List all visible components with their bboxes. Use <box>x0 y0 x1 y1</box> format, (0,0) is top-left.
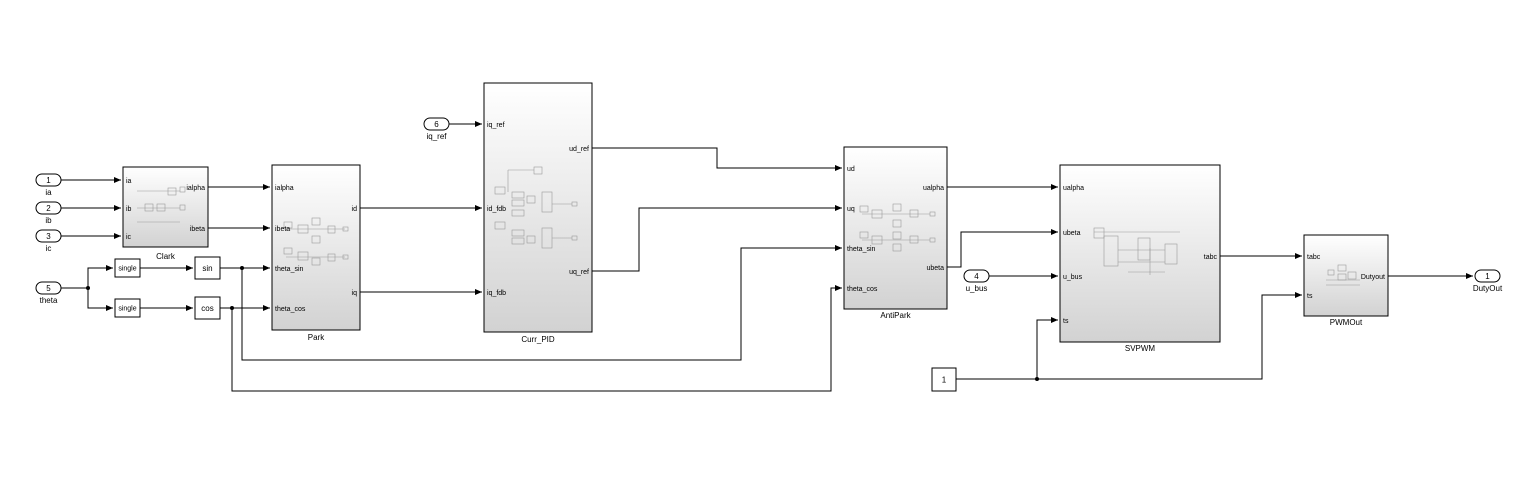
clark-in-ib: ib <box>126 206 132 213</box>
svpwm-in-u-bus: u_bus <box>1063 274 1083 281</box>
antipark-in-theta-cos: theta_cos <box>847 286 878 293</box>
park-in-theta-cos: theta_cos <box>275 306 306 313</box>
clark-name: Clark <box>156 252 176 261</box>
park-in-theta-sin: theta_sin <box>275 266 304 273</box>
outport-name: DutyOut <box>1473 284 1503 293</box>
converter-label: single <box>118 306 136 313</box>
inport-u-bus[interactable]: 4 u_bus <box>963 269 990 293</box>
inport-theta-name: theta <box>40 296 58 305</box>
svpwm-in-ubeta: ubeta <box>1063 230 1081 237</box>
svpwm-in-ualpha: ualpha <box>1063 185 1084 192</box>
signal-lines[interactable] <box>61 121 1473 392</box>
clark-in-ia: ia <box>126 178 132 185</box>
wire-theta-sin[interactable] <box>61 265 113 289</box>
inport-ia[interactable]: 1 ia <box>35 173 62 197</box>
antipark-in-theta-sin: theta_sin <box>847 246 876 253</box>
trig-sin-block[interactable]: sin <box>194 256 221 280</box>
junction-ts <box>1035 377 1039 381</box>
inport-iq-ref-name: iq_ref <box>426 132 447 141</box>
trig-sin-label: sin <box>202 264 212 273</box>
clark-out-ibeta: ibeta <box>190 226 205 233</box>
pwmout-in-tabc: tabc <box>1307 254 1321 261</box>
data-type-conversion-cos[interactable]: single <box>114 298 141 318</box>
antipark-internal-icon <box>859 203 936 252</box>
subsystem-antipark[interactable]: ud uq theta_sin theta_cos ualpha ubeta A… <box>843 146 948 320</box>
inport-u-bus-number: 4 <box>974 272 979 281</box>
wire-ts-pwmout[interactable] <box>1037 292 1302 380</box>
svpwm-internal-icon <box>1093 227 1180 275</box>
antipark-name: AntiPark <box>880 311 911 320</box>
converter-label: single <box>118 266 136 273</box>
curr-pid-internal-icon <box>494 166 578 249</box>
svpwm-in-ts: ts <box>1063 318 1069 325</box>
park-in-ialpha: ialpha <box>275 185 294 192</box>
wire-sin-antipark[interactable] <box>241 245 842 361</box>
park-name: Park <box>308 333 325 342</box>
subsystem-svpwm[interactable]: ualpha ubeta u_bus ts tabc SVPWM <box>1059 164 1221 353</box>
antipark-in-ud: ud <box>847 166 855 173</box>
pwmout-internal-icon <box>1326 264 1360 286</box>
constant-block[interactable]: 1 <box>931 367 957 392</box>
wire-uq-ref[interactable] <box>592 205 842 272</box>
inport-ib[interactable]: 2 ib <box>35 201 62 225</box>
pwmout-in-ts: ts <box>1307 293 1313 300</box>
inport-u-bus-name: u_bus <box>966 284 988 293</box>
pwmout-out-dutyout: Dutyout <box>1361 274 1385 281</box>
inport-ib-number: 2 <box>46 204 51 213</box>
subsystem-clark[interactable]: ia ib ic ialpha ibeta Clark <box>122 166 209 261</box>
curr-pid-name: Curr_PID <box>521 335 555 344</box>
curr-pid-in-iq-fdb: iq_fdb <box>487 290 506 297</box>
inport-ib-name: ib <box>45 216 52 225</box>
inport-ic-number: 3 <box>46 232 51 241</box>
constant-value: 1 <box>942 376 947 385</box>
outport-dutyout[interactable]: 1 DutyOut <box>1473 269 1503 293</box>
antipark-out-ubeta: ubeta <box>926 265 944 272</box>
inport-iq-ref-number: 6 <box>434 120 439 129</box>
inport-theta[interactable]: 5 theta <box>35 281 62 305</box>
inport-ia-number: 1 <box>46 176 51 185</box>
trig-cos-label: cos <box>201 304 213 313</box>
curr-pid-in-id-fdb: id_fdb <box>487 206 506 213</box>
inport-ic[interactable]: 3 ic <box>35 229 62 253</box>
inport-ic-name: ic <box>46 244 52 253</box>
data-type-conversion-sin[interactable]: single <box>114 258 141 278</box>
pwmout-name: PWMOut <box>1330 318 1363 327</box>
curr-pid-out-ud-ref: ud_ref <box>569 146 589 153</box>
curr-pid-out-uq-ref: uq_ref <box>569 269 589 276</box>
clark-out-ialpha: ialpha <box>186 185 205 192</box>
inport-ia-name: ia <box>45 188 52 197</box>
clark-in-ic: ic <box>126 234 132 241</box>
park-out-id: id <box>352 206 358 213</box>
park-internal-icon <box>283 217 349 266</box>
wire-theta-cos[interactable] <box>87 288 113 311</box>
outport-number: 1 <box>1485 272 1490 281</box>
wire-ts-svpwm[interactable] <box>956 317 1058 380</box>
park-in-ibeta: ibeta <box>275 226 290 233</box>
subsystem-park[interactable]: ialpha ibeta theta_sin theta_cos id iq P… <box>271 164 361 342</box>
wire-cos-antipark[interactable] <box>231 285 842 392</box>
trig-cos-block[interactable]: cos <box>194 296 221 320</box>
svpwm-name: SVPWM <box>1125 344 1156 353</box>
inport-theta-number: 5 <box>46 284 51 293</box>
subsystem-curr-pid[interactable]: iq_ref id_fdb iq_fdb ud_ref uq_ref Curr_… <box>483 82 593 344</box>
subsystem-pwmout[interactable]: tabc ts Dutyout PWMOut <box>1303 234 1389 327</box>
wire-ud-ref[interactable] <box>592 147 842 171</box>
junction-theta <box>86 286 90 290</box>
curr-pid-in-iq-ref: iq_ref <box>487 122 505 129</box>
antipark-out-ualpha: ualpha <box>923 185 944 192</box>
svpwm-out-tabc: tabc <box>1204 254 1218 261</box>
wire-ubeta[interactable] <box>947 229 1058 268</box>
park-out-iq: iq <box>352 290 358 297</box>
inport-iq-ref[interactable]: 6 iq_ref <box>423 117 450 141</box>
antipark-in-uq: uq <box>847 206 855 213</box>
clark-internal-icon <box>137 186 186 223</box>
